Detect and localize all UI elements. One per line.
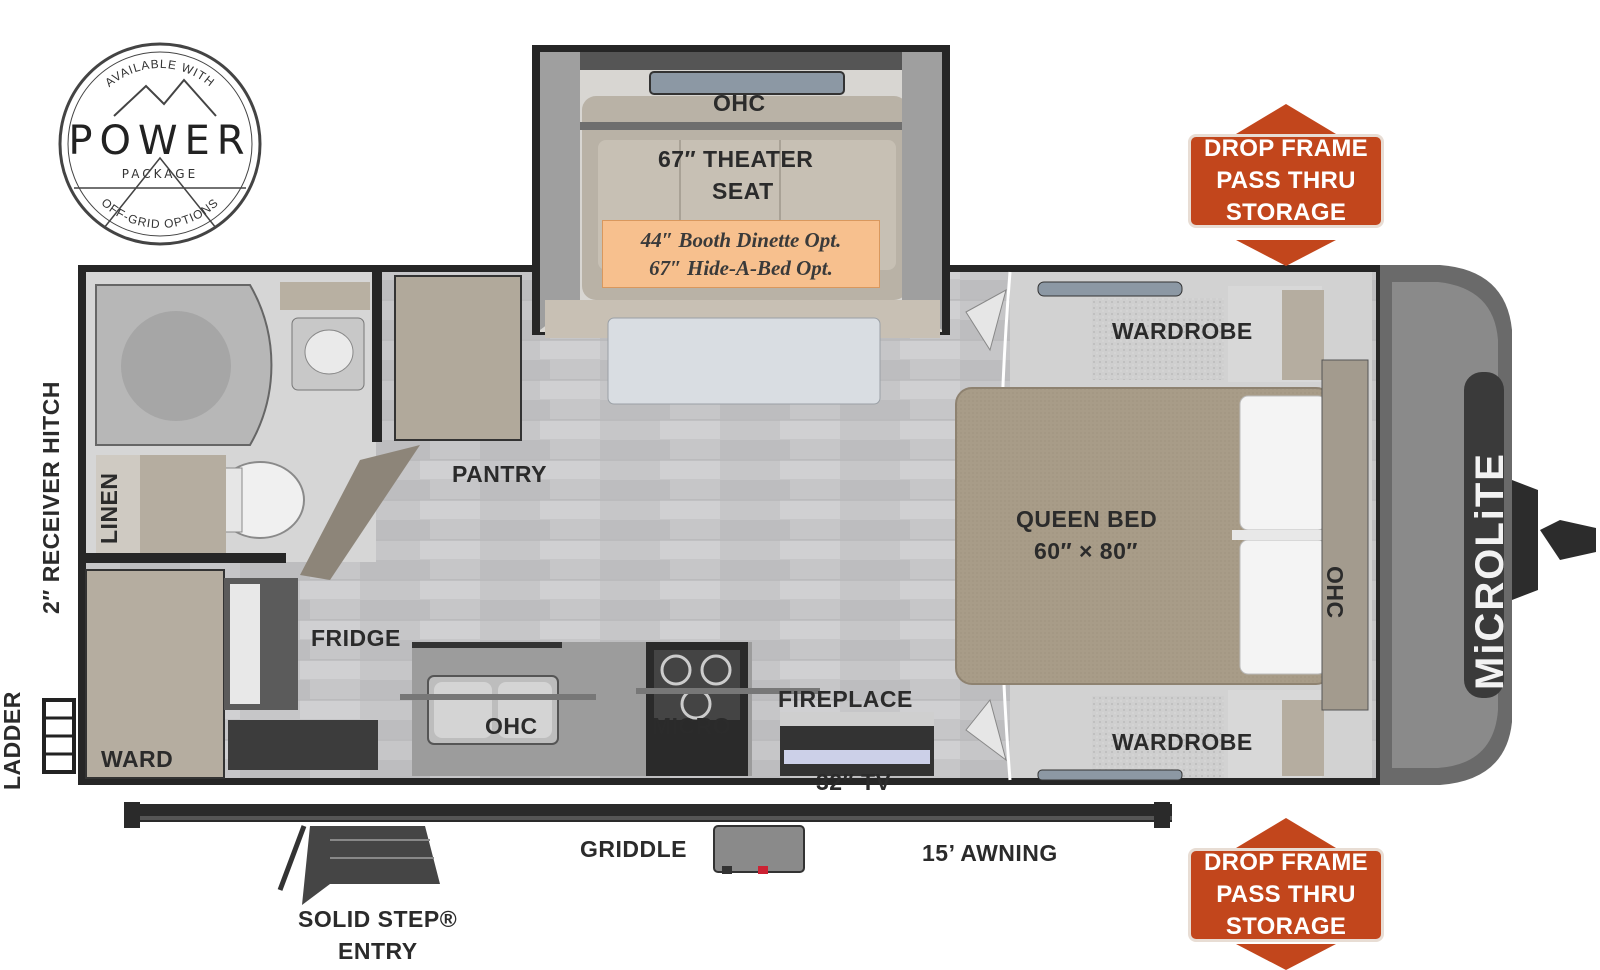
- logo-main-text: POWER: [68, 118, 251, 164]
- receiver-hitch-label: 2″ RECEIVER HITCH: [38, 381, 64, 614]
- drop-frame-storage-badge-bottom: DROP FRAME PASS THRU STORAGE: [1188, 818, 1384, 942]
- pantry-cabinet: [394, 275, 522, 441]
- wardrobe-bottom-label: WARDROBE: [1112, 729, 1253, 755]
- queen-bed-size-label: 60″ × 80″: [1034, 538, 1138, 564]
- logo-graphic: AVAILABLE WITH OFF-GRID OPTIONS POWER PA…: [58, 42, 262, 246]
- griddle: [713, 825, 805, 873]
- awning-label: 15’ AWNING: [922, 840, 1058, 866]
- ohc-top-label: OHC: [713, 90, 766, 116]
- wardrobe-top-label: WARDROBE: [1112, 318, 1253, 344]
- tv-label: 32″ TV: [816, 769, 892, 795]
- brand-logo-text: MiCROLiTE: [1468, 452, 1512, 690]
- badge-bottom-line2: PASS THRU: [1216, 881, 1356, 908]
- rug: [607, 317, 881, 405]
- dinette-option-box: 44″ Booth Dinette Opt. 67″ Hide-A-Bed Op…: [602, 220, 880, 288]
- fireplace-label: FIREPLACE: [778, 686, 913, 712]
- badge-bottom-line3: STORAGE: [1225, 913, 1347, 940]
- ohc-kitchen-label: OHC: [485, 713, 538, 739]
- logo-sub-text: PACKAGE: [122, 167, 198, 181]
- entry-label: ENTRY: [338, 938, 418, 964]
- griddle-label: GRIDDLE: [580, 836, 687, 862]
- drop-frame-storage-badge-top: DROP FRAME PASS THRU STORAGE: [1188, 104, 1384, 228]
- wardrobe-bottom: [1092, 696, 1224, 778]
- solid-step: [302, 826, 440, 905]
- power-package-logo: AVAILABLE WITH OFF-GRID OPTIONS POWER PA…: [44, 28, 276, 260]
- theater-seat-label-2: SEAT: [712, 178, 774, 204]
- badge-top-line2: PASS THRU: [1216, 167, 1356, 194]
- hide-a-bed-option-text: 67″ Hide-A-Bed Opt.: [649, 256, 833, 280]
- ohc-front-label: OHC: [1322, 566, 1348, 619]
- linen-label: LINEN: [96, 472, 122, 545]
- ward-cabinet: [85, 569, 225, 779]
- fridge-label: FRIDGE: [311, 625, 401, 651]
- badge-top-line1: DROP FRAME: [1204, 135, 1368, 162]
- pantry-label: PANTRY: [452, 461, 547, 487]
- solid-step-label: SOLID STEP®: [298, 906, 458, 932]
- ward-label: WARD: [101, 746, 174, 772]
- badge-box-top: DROP FRAME PASS THRU STORAGE: [1188, 134, 1384, 228]
- queen-bed-label: QUEEN BED: [1016, 506, 1158, 532]
- dinette-option-text: 44″ Booth Dinette Opt.: [640, 228, 842, 252]
- badge-box-bottom: DROP FRAME PASS THRU STORAGE: [1188, 848, 1384, 942]
- micro-label: MICRO: [652, 713, 732, 739]
- badge-bottom-line1: DROP FRAME: [1204, 849, 1368, 876]
- tv: [784, 750, 930, 764]
- ladder-label: LADDER: [0, 691, 25, 790]
- wardrobe-top: [1092, 298, 1224, 380]
- theater-seat-label: 67″ THEATER: [658, 146, 814, 172]
- badge-top-line3: STORAGE: [1225, 199, 1347, 226]
